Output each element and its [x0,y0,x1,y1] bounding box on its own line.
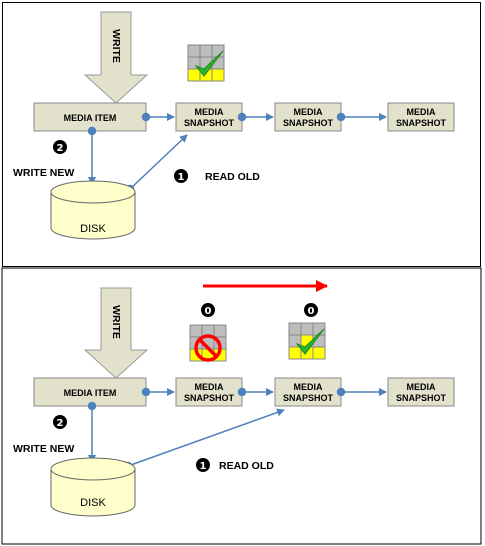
badge-block1-bottom: 0 [201,303,215,317]
write-new-label-top: WRITE NEW [13,167,74,179]
snapshot-line2: SNAPSHOT [184,393,235,403]
badge-read-bottom: 1 [196,458,210,472]
badge-read-top: 1 [174,169,188,183]
media-snapshot-2-top: MEDIA SNAPSHOT [274,102,342,132]
badge-write-bottom: 2 [53,415,67,429]
check-icon [295,328,325,355]
disk-top: DISK [50,180,136,240]
badge-write-top: 2 [53,140,67,154]
badge-block2-bottom: 0 [304,303,318,317]
snapshot-line1: MEDIA [294,107,324,117]
write-new-label-bottom: WRITE NEW [13,443,74,455]
disk-label-top: DISK [80,223,106,235]
badge-text: 2 [57,143,64,154]
snapshot-line1: MEDIA [195,382,225,392]
snapshot-line1: MEDIA [407,107,437,117]
write-arrow-bottom: WRITE [83,287,149,379]
media-item-label-bottom: MEDIA ITEM [64,388,117,398]
snapshot-line1: MEDIA [294,382,324,392]
badge-text: 0 [308,306,315,317]
read-old-label-top: READ OLD [205,171,260,183]
disk-label-bottom: DISK [80,497,106,509]
write-label-bottom: WRITE [110,305,122,339]
media-snapshot-1-bottom: MEDIA SNAPSHOT [175,377,243,407]
snapshot-line2: SNAPSHOT [396,118,447,128]
badge-text: 2 [57,418,64,429]
disk-bottom: DISK [50,457,136,517]
check-icon [194,50,224,77]
write-arrow-top: WRITE [83,11,149,104]
snapshot-line1: MEDIA [407,382,437,392]
badge-text: 1 [178,172,185,183]
snapshot-line2: SNAPSHOT [184,118,235,128]
media-snapshot-2-bottom: MEDIA SNAPSHOT [274,377,342,407]
write-label-top: WRITE [110,29,122,63]
snapshot-line2: SNAPSHOT [283,118,334,128]
snapshot-line1: MEDIA [195,107,225,117]
block-grid-top [187,44,225,82]
media-item-label-top: MEDIA ITEM [64,113,117,123]
block-grid-new-bottom [288,322,326,360]
bottom-panel [1,267,482,545]
read-old-label-bottom: READ OLD [219,460,274,472]
media-item-box-top: MEDIA ITEM [33,102,147,132]
snapshot-line2: SNAPSHOT [396,393,447,403]
media-snapshot-3-bottom: MEDIA SNAPSHOT [387,377,455,407]
media-snapshot-1-top: MEDIA SNAPSHOT [175,102,243,132]
media-snapshot-3-top: MEDIA SNAPSHOT [387,102,455,132]
badge-text: 1 [200,461,207,472]
block-grid-old-bottom [189,324,227,362]
snapshot-line2: SNAPSHOT [283,393,334,403]
media-item-box-bottom: MEDIA ITEM [33,377,147,407]
badge-text: 0 [205,306,212,317]
no-entry-icon [194,334,222,362]
